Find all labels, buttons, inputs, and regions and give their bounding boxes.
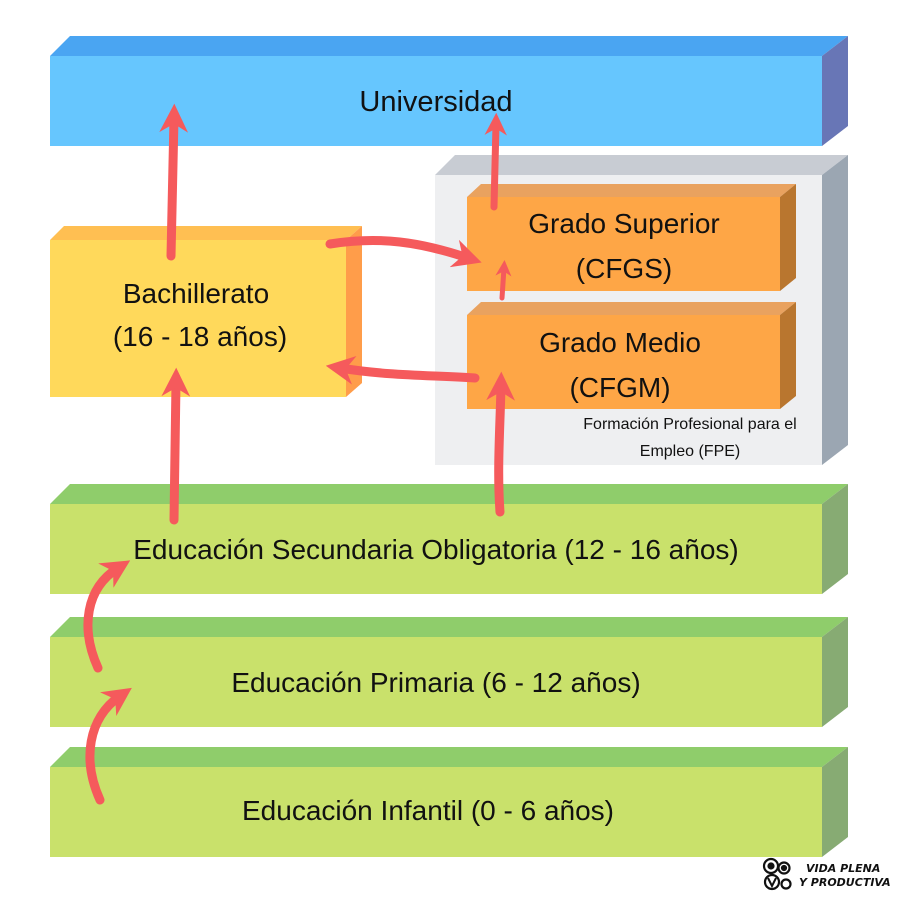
arrow-bachillerato-to-universidad [159, 103, 189, 261]
grado-medio-top [467, 302, 796, 315]
grado-superior-front [467, 197, 780, 291]
grado-superior-side [780, 184, 796, 291]
fpe-top [435, 155, 848, 175]
primaria-side [822, 617, 848, 727]
infantil-side [822, 747, 848, 857]
primaria-top [50, 617, 848, 637]
arrow-grado-medio-to-grado-superior [495, 260, 512, 301]
eso-label: Educación Secundaria Obligatoria (12 - 1… [133, 534, 738, 565]
bachillerato-top [50, 226, 362, 240]
fpe-label-line1: Formación Profesional para el [583, 416, 796, 433]
grado-superior-label-line1: Grado Superior [528, 208, 719, 239]
arrow-bachillerato-to-grado-superior [325, 236, 482, 268]
primaria-block: Educación Primaria (6 - 12 años) [50, 617, 848, 727]
eso-side [822, 484, 848, 594]
fpe-label-line2: Empleo (FPE) [640, 443, 740, 460]
infantil-block: Educación Infantil (0 - 6 años) [50, 747, 848, 857]
grado-medio-label-line1: Grado Medio [539, 327, 701, 358]
universidad-top [50, 36, 848, 56]
universidad-side [822, 36, 848, 146]
logo-line1: VIDA PLENA [806, 862, 880, 875]
grado-superior-label-line2: (CFGS) [576, 253, 672, 284]
infantil-top [50, 747, 848, 767]
arrow-eso-to-bachillerato [161, 367, 191, 525]
arrow-eso-to-grado-medio [486, 371, 516, 517]
eso-top [50, 484, 848, 504]
primaria-front [50, 637, 822, 727]
infantil-front [50, 767, 822, 857]
grado-superior-top [467, 184, 796, 197]
infantil-label: Educación Infantil (0 - 6 años) [242, 795, 614, 826]
logo-line2: Y PRODUCTIVA [799, 876, 891, 889]
eso-block: Educación Secundaria Obligatoria (12 - 1… [50, 484, 848, 594]
arrow-primaria-to-eso [83, 560, 131, 673]
universidad-label: Universidad [359, 86, 512, 118]
fpe-side [822, 155, 848, 465]
grado-superior-block: Grado Superior (CFGS) [467, 184, 796, 291]
grado-medio-block: Grado Medio (CFGM) [467, 302, 796, 409]
bachillerato-side [346, 226, 362, 397]
arrows [83, 103, 516, 805]
vida-plena-logo: VIDA PLENA Y PRODUCTIVA [762, 857, 891, 891]
grado-medio-side [780, 302, 796, 409]
bachillerato-block: Bachillerato (16 - 18 años) [50, 226, 362, 397]
arrow-grado-superior-to-universidad [484, 112, 507, 211]
arrow-grado-medio-to-bachillerato [325, 356, 480, 385]
bachillerato-label-line2: (16 - 18 años) [113, 321, 287, 352]
grado-medio-label-line2: (CFGM) [569, 372, 670, 403]
gears-icon [762, 857, 792, 891]
eso-front [50, 504, 822, 594]
primaria-label: Educación Primaria (6 - 12 años) [231, 667, 640, 698]
bachillerato-label-line1: Bachillerato [123, 278, 269, 309]
grado-medio-front [467, 315, 780, 409]
arrow-infantil-to-primaria [85, 687, 132, 805]
bachillerato-front [50, 240, 346, 397]
